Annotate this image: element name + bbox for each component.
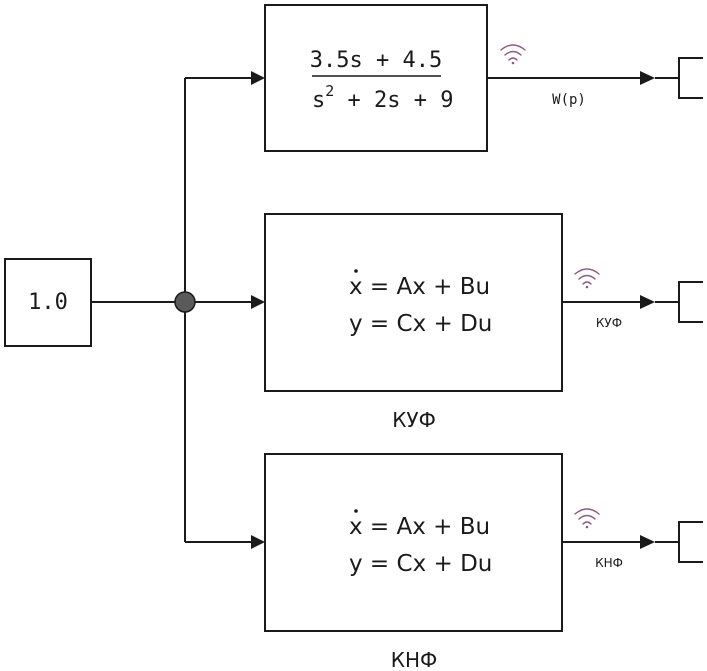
derivative-dot (354, 509, 358, 513)
signal-label-wp: W(p) (552, 92, 586, 108)
constant-block[interactable]: 1.0 (4, 258, 92, 347)
transfer-function-block[interactable]: 3.5s + 4.5 s2 + 2s + 9 (264, 4, 488, 152)
junction-dot (174, 291, 196, 313)
signal-label-knf: КНФ (595, 556, 623, 570)
state-space-block-knf[interactable]: x = Ax + Bu y = Cx + Du (264, 453, 563, 632)
arrow-head (640, 295, 655, 309)
numerator: 3.5s + 4.5 (310, 48, 442, 73)
derivative-dot (354, 269, 358, 273)
arrow-head (640, 535, 655, 549)
block-caption-kuf: КУФ (392, 408, 436, 432)
state-space-block-kuf[interactable]: x = Ax + Bu y = Cx + Du (264, 213, 563, 392)
output-equation: y = Cx + Du (349, 311, 492, 337)
arrow-head (251, 535, 265, 549)
output-equation: y = Cx + Du (349, 551, 492, 577)
state-equation: x = Ax + Bu (349, 514, 490, 540)
arrow-head (251, 71, 265, 85)
arrow-head (640, 71, 655, 85)
state-equation: x = Ax + Bu (349, 274, 490, 300)
scope-terminator-icon[interactable] (655, 281, 703, 323)
signal-label-kuf: КУФ (596, 316, 622, 330)
scope-terminator-icon[interactable] (655, 57, 703, 99)
scope-terminator-icon[interactable] (655, 521, 703, 563)
constant-value: 1.0 (28, 290, 68, 315)
wifi-icon (574, 268, 600, 289)
denominator: s2 + 2s + 9 (312, 82, 454, 113)
wifi-icon (574, 508, 600, 529)
wifi-icon (500, 44, 526, 65)
arrow-head (251, 295, 265, 309)
block-caption-knf: КНФ (391, 648, 437, 671)
